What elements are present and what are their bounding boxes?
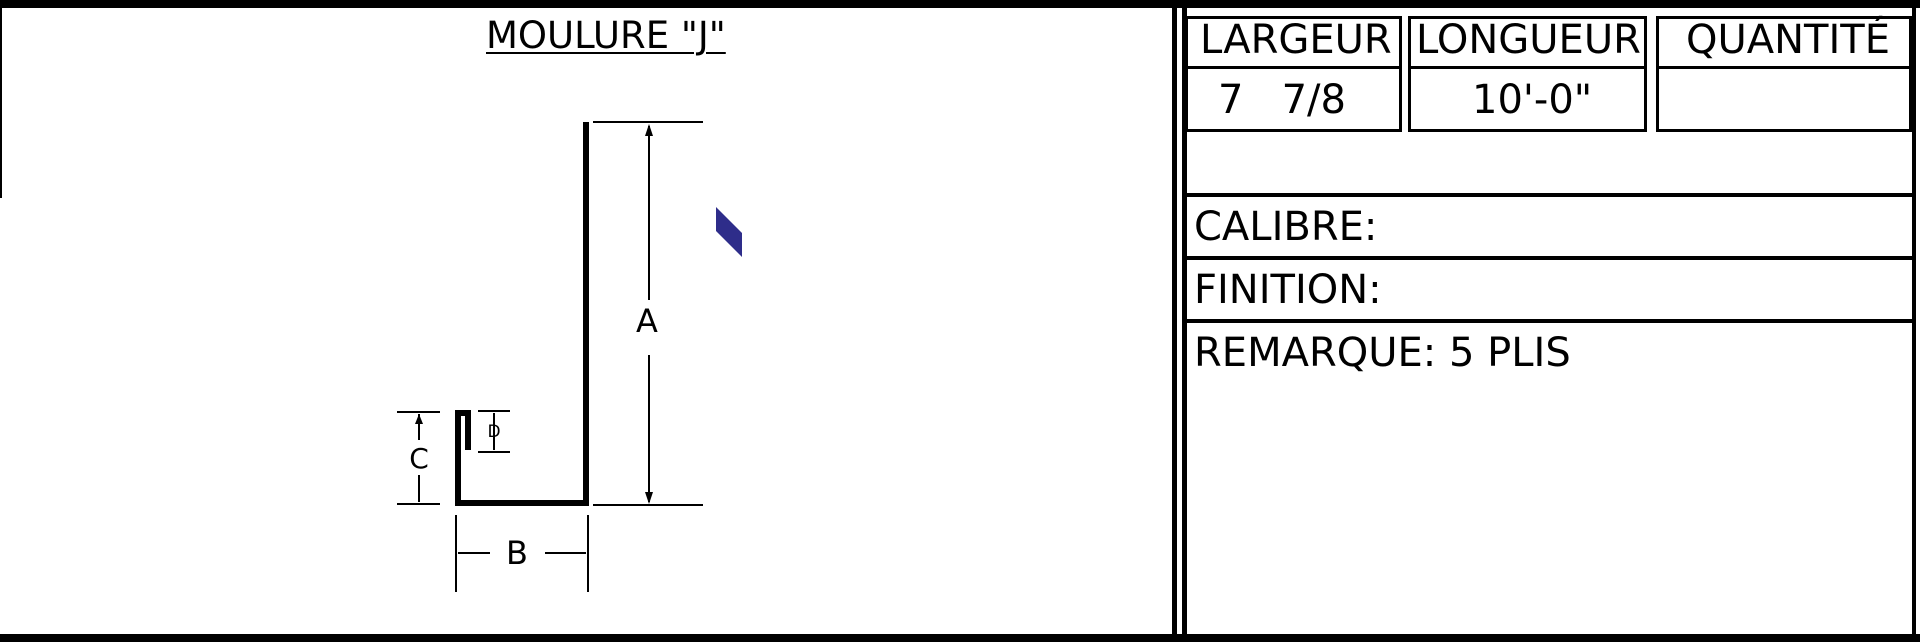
quantite-value-cell: [1656, 66, 1912, 132]
largeur-header: LARGEUR: [1200, 17, 1392, 63]
largeur-value-cell: [1185, 66, 1402, 132]
longueur-value: 10'-0": [1472, 77, 1593, 123]
longueur-header: LONGUEUR: [1416, 17, 1641, 63]
frame-left-stub: [0, 8, 2, 198]
frame-top-border: [0, 0, 1920, 8]
dim-d-label: D: [487, 422, 500, 442]
dim-c-arrow-top: [415, 414, 423, 424]
drawing-title: MOULURE "J": [486, 14, 726, 57]
finition-field: FINITION:: [1194, 267, 1382, 313]
view-direction-marker-icon: [716, 207, 742, 257]
dim-a-arrow-bottom: [645, 492, 653, 504]
field-rule-2: [1185, 256, 1914, 260]
field-rule-3: [1185, 319, 1914, 323]
dim-a-arrow-top: [645, 124, 653, 136]
calibre-field: CALIBRE:: [1194, 204, 1378, 250]
divider-right-line: [1182, 8, 1187, 636]
field-rule-1: [1185, 193, 1914, 197]
longueur-value-cell: [1408, 66, 1647, 132]
quantite-header: QUANTITÉ: [1686, 17, 1890, 63]
divider-left-line: [1172, 8, 1177, 636]
dim-c-label: C: [409, 442, 429, 475]
dim-a-label: A: [636, 302, 658, 340]
frame-bottom-border: [0, 634, 1920, 642]
frame-right-border: [1912, 8, 1916, 636]
remarque-field: REMARQUE: 5 PLIS: [1194, 330, 1571, 376]
largeur-value: 7 7/8: [1218, 77, 1346, 123]
dim-b-label: B: [506, 534, 528, 572]
j-molding-profile-diagram: A B C D: [397, 121, 742, 592]
j-profile-shape: [455, 122, 589, 506]
